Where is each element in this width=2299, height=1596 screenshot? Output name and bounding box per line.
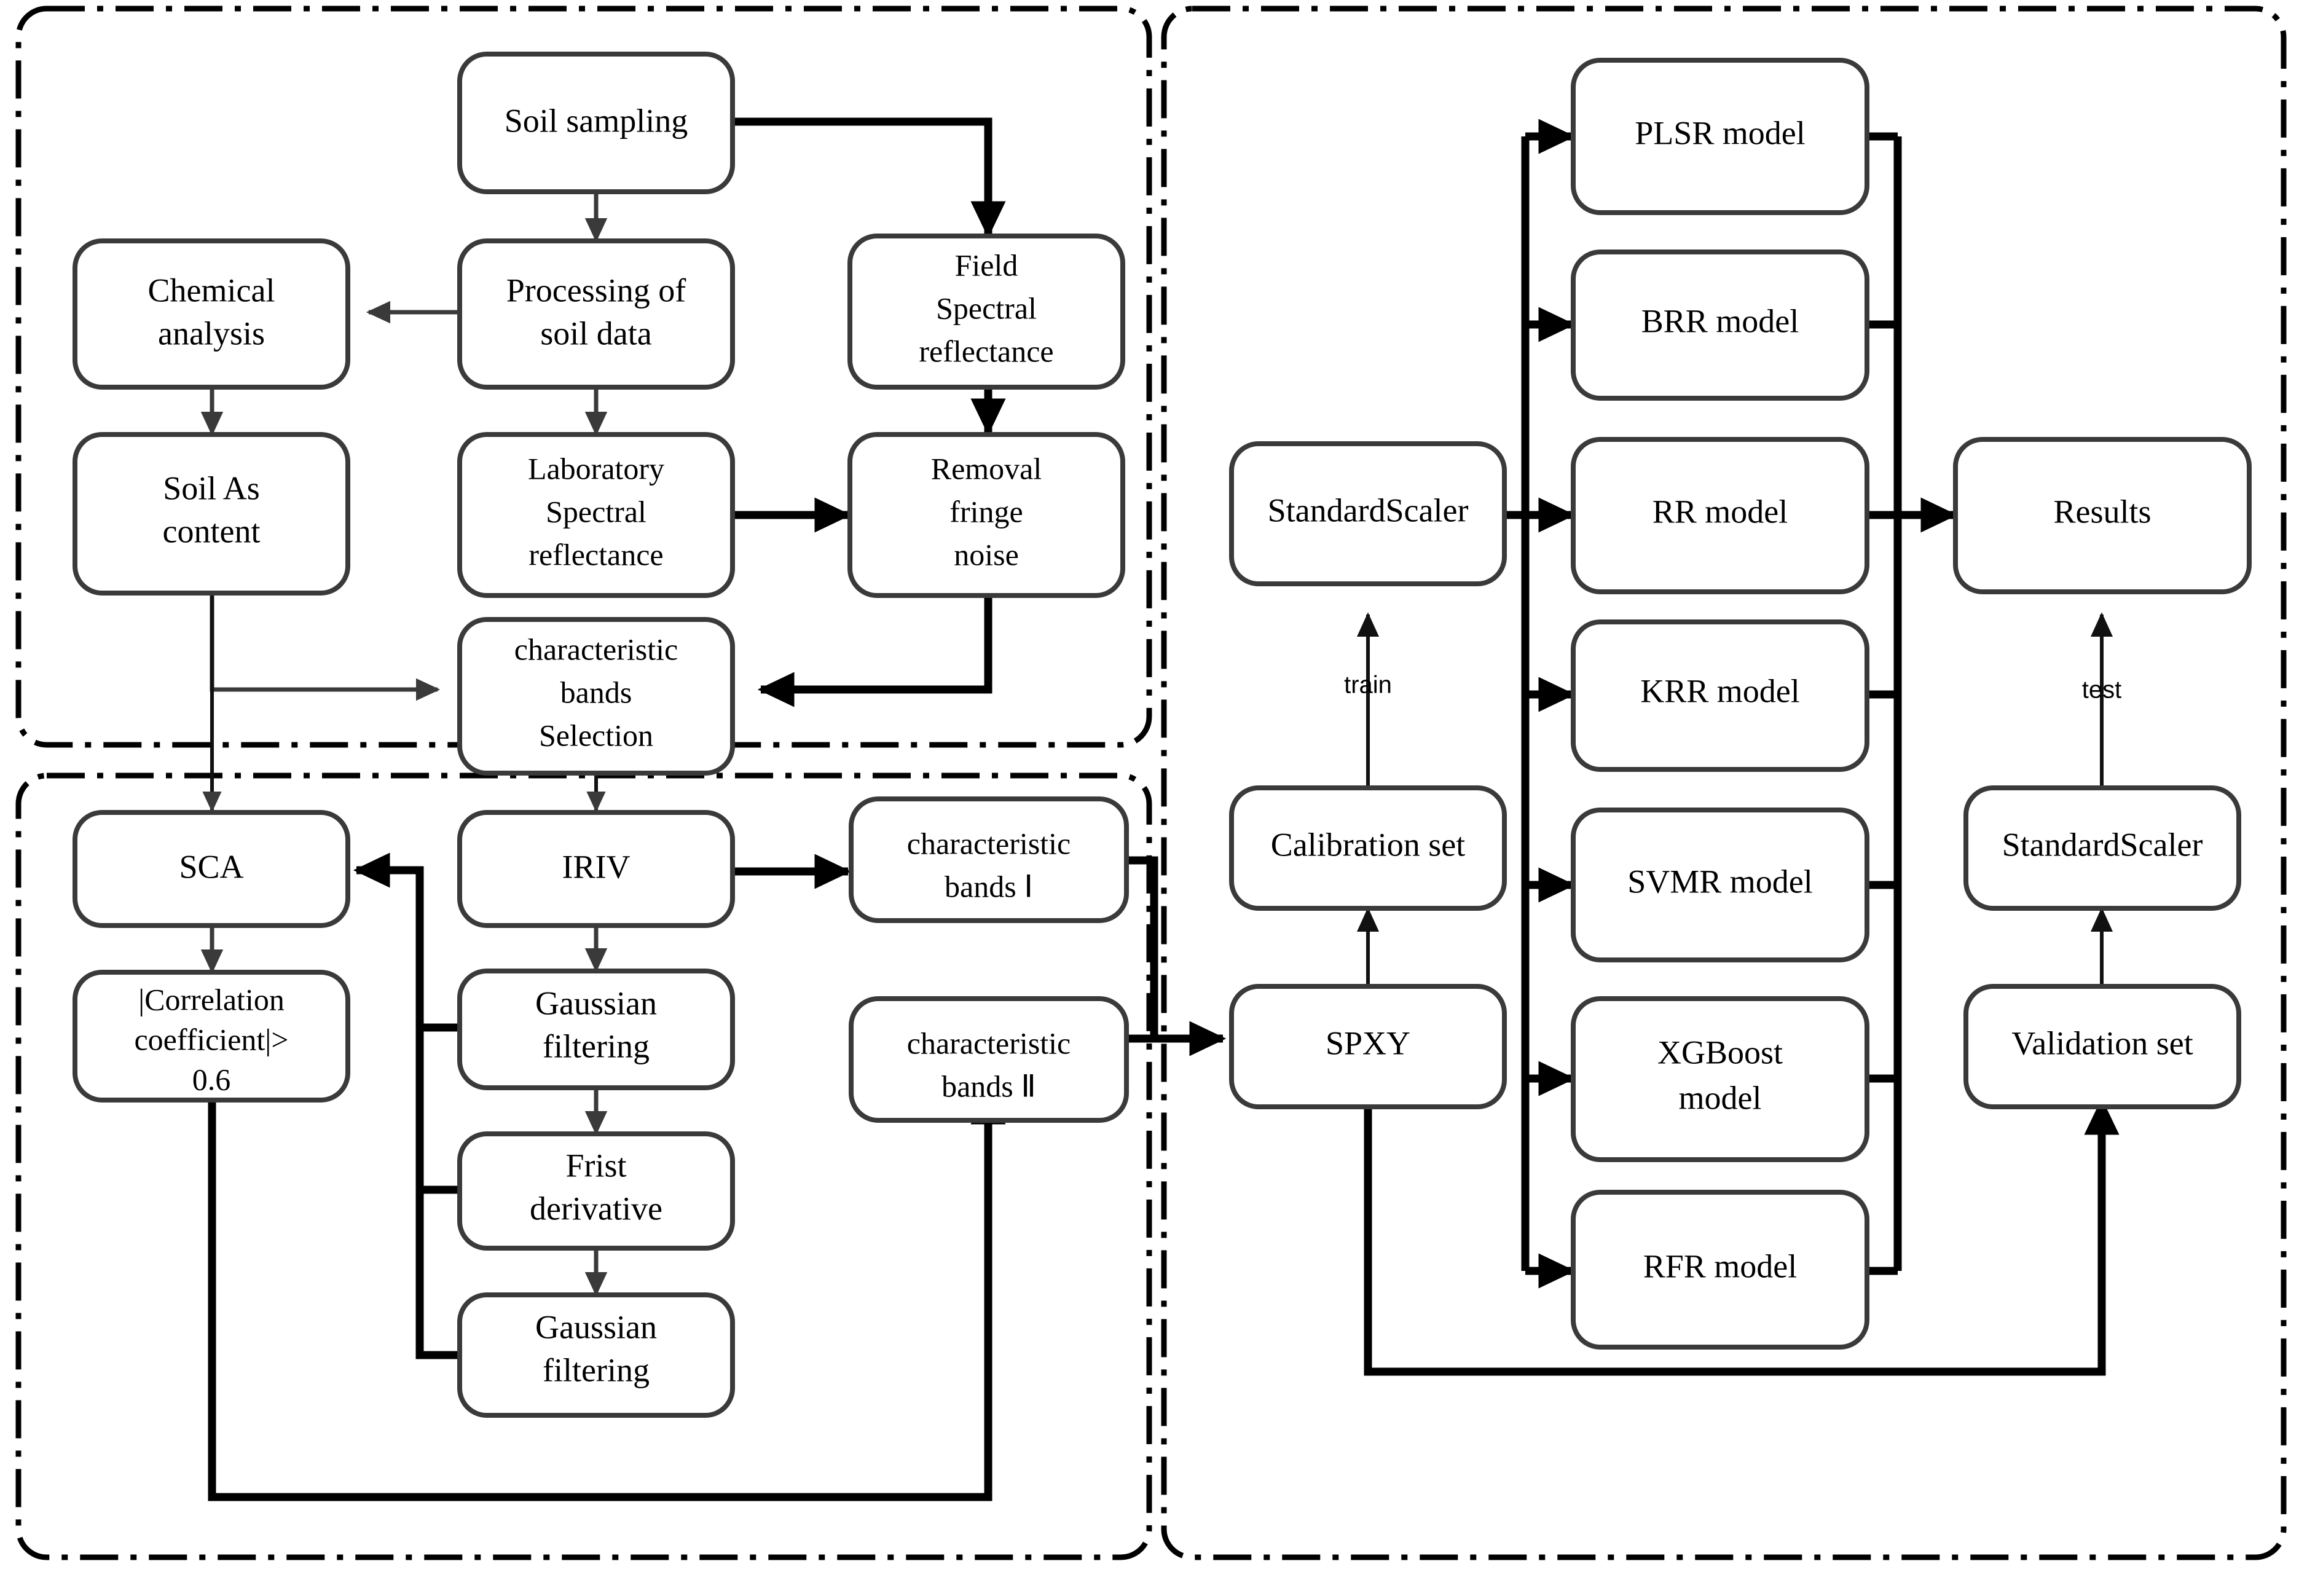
node-chemical-line2: analysis <box>158 315 265 352</box>
node-field-line3: reflectance <box>919 334 1053 368</box>
node-rr-label: RR model <box>1653 493 1788 530</box>
node-plsr-label: PLSR model <box>1635 114 1806 151</box>
node-soilas-line2: content <box>163 513 261 549</box>
node-lab-line2: Spectral <box>546 494 646 529</box>
node-sca-label: SCA <box>179 848 243 885</box>
node-krr-model[interactable]: KRR model <box>1571 619 1869 772</box>
edge-gaussianloop-sca <box>353 852 460 1359</box>
node-correlation-threshold[interactable]: |Correlation coefficient|> 0.6 <box>73 970 350 1103</box>
node-lab-line3: reflectance <box>529 537 663 572</box>
node-xgboost-line2: model <box>1679 1079 1762 1116</box>
node-field-line1: Field <box>955 248 1018 282</box>
node-bandsel-line2: bands <box>560 675 632 709</box>
node-results-label: Results <box>2053 493 2151 530</box>
node-xgboost-line1: XGBoost <box>1657 1034 1783 1071</box>
node-frist-line1: Frist <box>565 1147 626 1184</box>
edge-correlation-bands2 <box>208 1087 1006 1501</box>
node-corr-line1: |Correlation <box>138 982 285 1016</box>
node-characteristic-bands-selection[interactable]: characteristic bands Selection <box>457 617 735 776</box>
node-spxy[interactable]: SPXY <box>1229 984 1507 1109</box>
edge-label-train: train <box>1344 672 1392 699</box>
node-field-line2: Spectral <box>936 291 1037 325</box>
node-gauss2-line2: filtering <box>543 1351 650 1388</box>
node-standardscaler-train-label: StandardScaler <box>1268 492 1469 529</box>
edge-label-test: test <box>2082 677 2121 704</box>
node-iriv-label: IRIV <box>562 848 631 885</box>
node-spxy-label: SPXY <box>1326 1024 1410 1061</box>
node-krr-label: KRR model <box>1640 672 1800 709</box>
node-field-spectral-reflectance[interactable]: Field Spectral reflectance <box>847 234 1125 390</box>
node-standardscaler-test-label: StandardScaler <box>2002 826 2203 863</box>
node-bandsel-line1: characteristic <box>514 632 678 666</box>
node-processing-line1: Processing of <box>506 272 686 309</box>
edge-spxy-validation <box>1364 1094 2120 1376</box>
node-rfr-model[interactable]: RFR model <box>1571 1190 1869 1350</box>
node-soil-sampling[interactable]: Soil sampling <box>457 52 735 194</box>
node-frist-line2: derivative <box>530 1190 662 1227</box>
node-processing-soil-data[interactable]: Processing of soil data <box>457 238 735 390</box>
panel-modeling <box>1161 6 2287 1560</box>
node-laboratory-spectral-reflectance[interactable]: Laboratory Spectral reflectance <box>457 432 735 598</box>
node-removal-line1: Removal <box>931 451 1042 485</box>
node-validation-set-label: Validation set <box>2011 1024 2193 1061</box>
edge-soilsampling-field <box>733 117 1006 238</box>
node-svmr-model[interactable]: SVMR model <box>1571 808 1869 962</box>
node-gaussian-filtering-2[interactable]: Gaussian filtering <box>457 1292 735 1418</box>
node-calibration-set[interactable]: Calibration set <box>1229 785 1507 911</box>
node-removal-fringe-noise[interactable]: Removal fringe noise <box>847 432 1125 598</box>
node-standardscaler-test[interactable]: StandardScaler <box>1963 785 2241 911</box>
node-svmr-label: SVMR model <box>1627 863 1813 900</box>
node-calibration-set-label: Calibration set <box>1271 826 1465 863</box>
edge-bands1-spxy <box>1128 856 1158 1039</box>
node-gauss1-line1: Gaussian <box>535 985 657 1021</box>
node-gauss1-line2: filtering <box>543 1028 650 1064</box>
node-characteristic-bands-1[interactable]: characteristic bands Ⅰ <box>849 796 1129 923</box>
node-results[interactable]: Results <box>1953 437 2252 594</box>
node-removal-line2: fringe <box>949 494 1023 529</box>
node-bands2-line2: bands Ⅱ <box>941 1069 1036 1103</box>
node-validation-set[interactable]: Validation set <box>1963 984 2241 1109</box>
node-xgboost-model[interactable]: XGBoost model <box>1571 996 1869 1162</box>
node-rr-model[interactable]: RR model <box>1571 437 1869 594</box>
node-bandsel-line3: Selection <box>539 718 653 752</box>
node-soil-sampling-label: Soil sampling <box>505 102 688 139</box>
node-frist-derivative[interactable]: Frist derivative <box>457 1131 735 1251</box>
node-bands2-line1: characteristic <box>907 1026 1071 1060</box>
node-soilas-line1: Soil As <box>163 470 260 506</box>
node-sca[interactable]: SCA <box>73 810 350 928</box>
node-removal-line3: noise <box>954 537 1019 572</box>
node-rfr-label: RFR model <box>1643 1248 1798 1284</box>
node-bands1-line1: characteristic <box>907 826 1071 860</box>
node-corr-line3: 0.6 <box>192 1062 231 1096</box>
node-standardscaler-train[interactable]: StandardScaler <box>1229 441 1507 586</box>
edge-soilas-bandsel <box>210 593 441 701</box>
node-gaussian-filtering-1[interactable]: Gaussian filtering <box>457 969 735 1090</box>
node-characteristic-bands-2[interactable]: characteristic bands Ⅱ <box>849 996 1129 1123</box>
node-lab-line1: Laboratory <box>528 451 664 485</box>
node-plsr-model[interactable]: PLSR model <box>1571 58 1869 215</box>
node-gauss2-line1: Gaussian <box>535 1308 657 1345</box>
node-chemical-line1: Chemical <box>148 272 275 309</box>
node-processing-line2: soil data <box>540 315 651 352</box>
node-brr-model[interactable]: BRR model <box>1571 250 1869 401</box>
panel-data-acquisition <box>15 6 1152 748</box>
edge-removal-bandsel <box>757 597 992 707</box>
node-iriv[interactable]: IRIV <box>457 810 735 928</box>
node-corr-line2: coefficient|> <box>134 1022 288 1056</box>
node-soil-as-content[interactable]: Soil As content <box>73 432 350 596</box>
node-chemical-analysis[interactable]: Chemical analysis <box>73 238 350 390</box>
node-bands1-line2: bands Ⅰ <box>945 869 1033 903</box>
node-brr-label: BRR model <box>1641 302 1799 339</box>
